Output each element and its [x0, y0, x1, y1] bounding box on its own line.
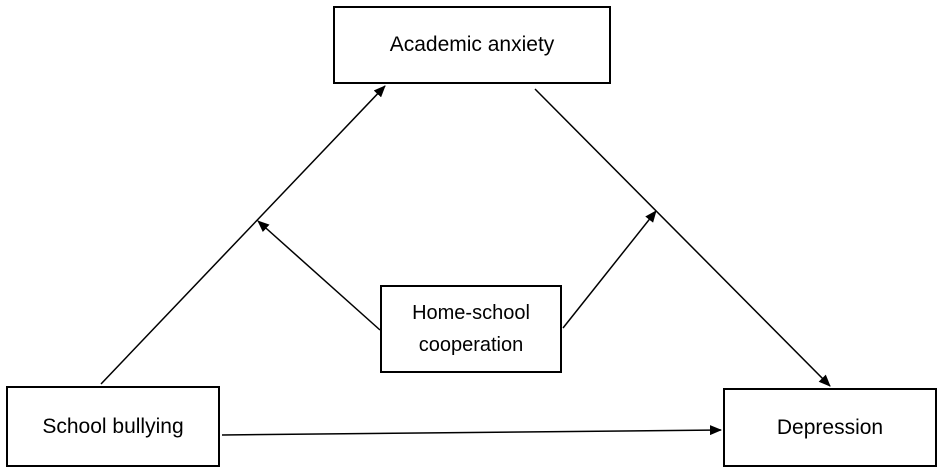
home-school-cooperation-box: Home-school cooperation	[380, 285, 562, 373]
arrow-bullying-to-academic	[100, 85, 386, 385]
arrow-bullying-to-depression	[221, 425, 722, 436]
arrow-home-to-right-path	[562, 210, 657, 329]
depression-box: Depression	[723, 388, 937, 467]
school-bullying-box: School bullying	[6, 386, 220, 467]
depression-label: Depression	[776, 415, 884, 439]
home-school-label-line1: Home-school	[412, 302, 530, 324]
academic-anxiety-label: Academic anxiety	[389, 33, 555, 56]
school-bullying-label: School bullying	[42, 414, 184, 438]
arrow-home-to-left-path	[257, 220, 381, 331]
academic-anxiety-box: Academic anxiety	[333, 6, 611, 84]
arrow-academic-to-depression	[534, 88, 831, 387]
home-school-label-line2: cooperation	[418, 334, 524, 356]
